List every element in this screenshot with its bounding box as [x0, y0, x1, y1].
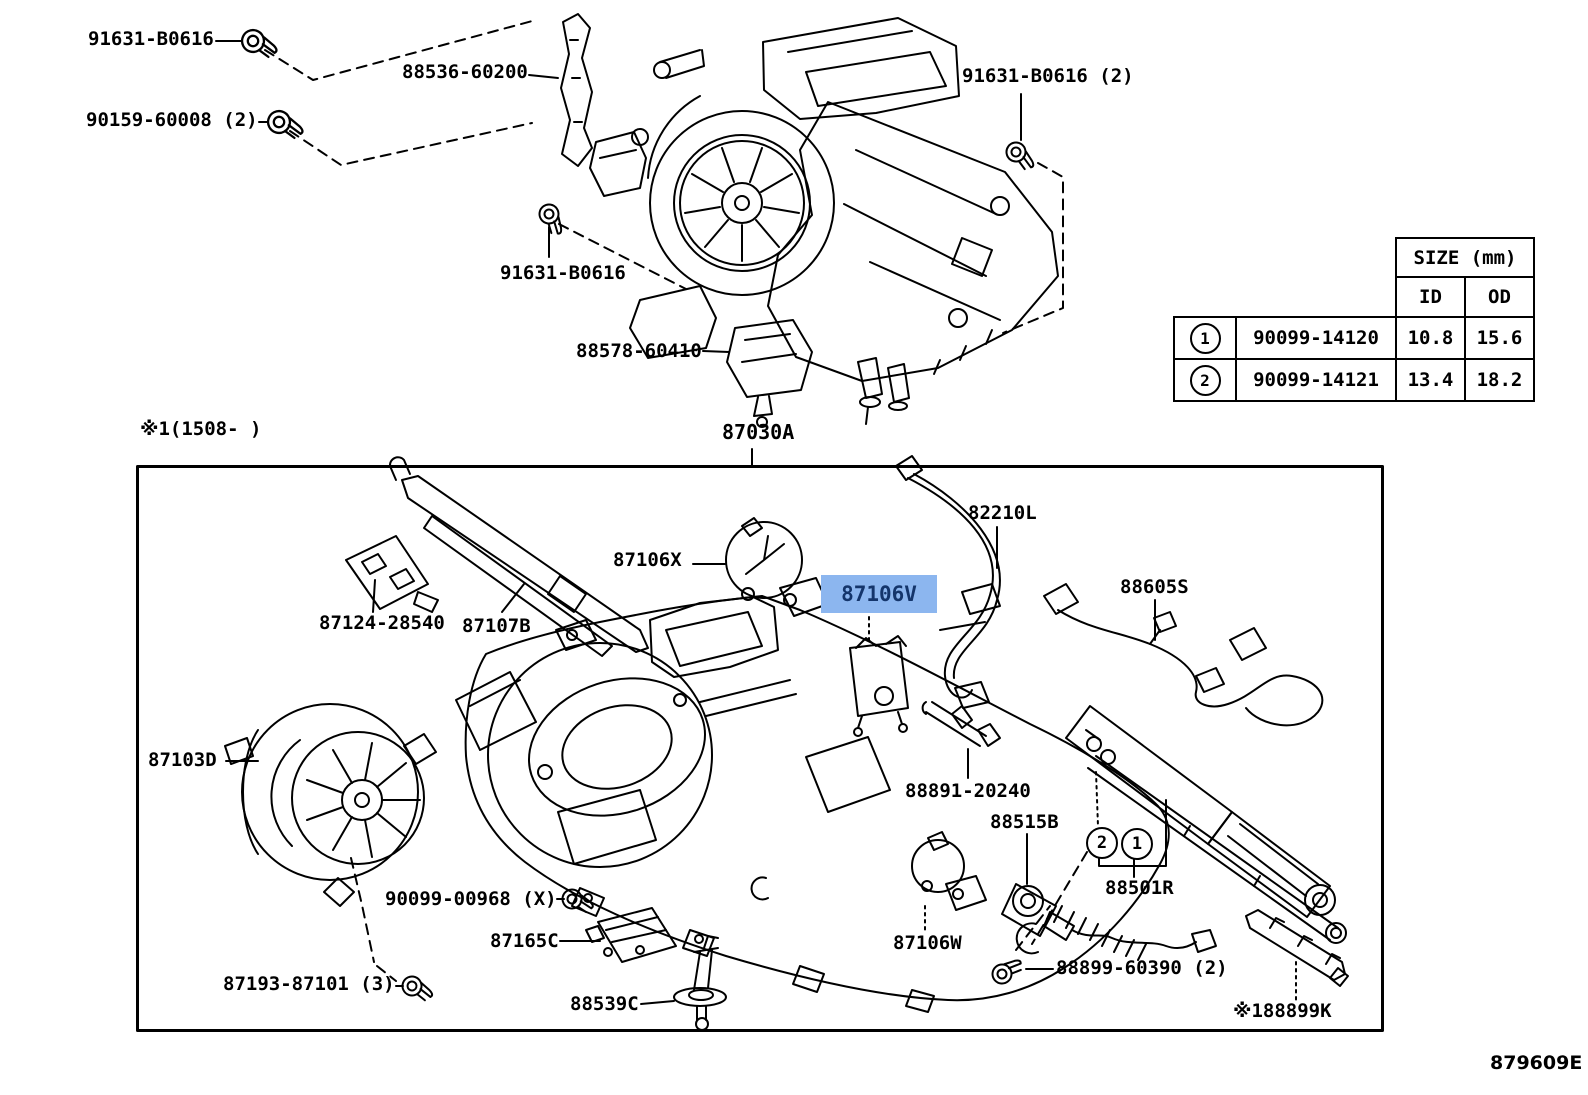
- part-label-87107B[interactable]: 87107B: [462, 615, 531, 637]
- callout-1: 1: [1121, 828, 1153, 860]
- ref-circle-2: 2: [1189, 364, 1221, 396]
- callout-2: 2: [1086, 827, 1118, 859]
- part-label-91631-B0616-b[interactable]: 91631-B0616: [500, 262, 626, 284]
- part-label-87106W[interactable]: 87106W: [893, 932, 962, 954]
- part-label-88539C[interactable]: 88539C: [570, 993, 639, 1015]
- part-label-87103D[interactable]: 87103D: [148, 749, 217, 771]
- screw-icon: [398, 972, 437, 1004]
- size-table-col-id: ID: [1395, 276, 1466, 318]
- part-label-91631-B0616-a[interactable]: 91631-B0616: [88, 28, 214, 50]
- part-label-87193-87101[interactable]: 87193-87101 (3): [223, 973, 395, 995]
- part-label-88515B[interactable]: 88515B: [990, 811, 1059, 833]
- part-label-91631-B0616-c[interactable]: 91631-B0616 (2): [962, 65, 1134, 87]
- screw-icon: [264, 107, 308, 142]
- screw-icon: [238, 26, 282, 61]
- part-label-87106X[interactable]: 87106X: [613, 549, 682, 571]
- part-label-88501R[interactable]: 88501R: [1105, 877, 1174, 899]
- size-table-row2-od: 18.2: [1464, 358, 1535, 402]
- part-label-88899K[interactable]: ※188899K: [1233, 1000, 1332, 1022]
- size-table-row2-ref: 2: [1173, 358, 1237, 402]
- part-label-90099-00968[interactable]: 90099-00968 (X): [385, 888, 557, 910]
- part-label-88578-60410[interactable]: 88578-60410: [576, 340, 702, 362]
- part-label-88891-20240[interactable]: 88891-20240: [905, 780, 1031, 802]
- lower-heater-assembly-art: [224, 455, 1349, 1031]
- dotted-leader-lines: [868, 616, 1297, 1001]
- part-label-87124-28540[interactable]: 87124-28540: [319, 612, 445, 634]
- size-table-row1-ref: 1: [1173, 316, 1237, 360]
- part-label-87165C[interactable]: 87165C: [490, 930, 559, 952]
- size-table-row2-part: 90099-14121: [1235, 358, 1397, 402]
- size-table-col-od: OD: [1464, 276, 1535, 318]
- screw-icon: [534, 199, 571, 239]
- ref-circle-1: 1: [1189, 322, 1221, 354]
- production-note: ※1(1508- ): [140, 418, 262, 440]
- part-label-88605S[interactable]: 88605S: [1120, 576, 1189, 598]
- size-table-row2-id: 13.4: [1395, 358, 1466, 402]
- screw-icon: [1001, 137, 1041, 174]
- size-table-row1-od: 15.6: [1464, 316, 1535, 360]
- part-label-87030A[interactable]: 87030A: [722, 420, 795, 444]
- upper-heater-assembly-art: [560, 13, 1059, 428]
- assembly-box-border: [136, 465, 1384, 1032]
- size-table-row1-id: 10.8: [1395, 316, 1466, 360]
- size-table-row1-part: 90099-14120: [1235, 316, 1397, 360]
- screw-icon: [987, 951, 1026, 989]
- part-label-88536-60200[interactable]: 88536-60200: [402, 61, 528, 83]
- drawing-code: 879609E: [1490, 1052, 1583, 1074]
- size-table-title: SIZE (mm): [1395, 237, 1535, 278]
- screw-icons: [238, 26, 1041, 1004]
- part-label-87106V-selected[interactable]: 87106V: [821, 575, 937, 613]
- dashed-assembly-lines: [264, 19, 1088, 982]
- part-label-82210L[interactable]: 82210L: [968, 502, 1037, 524]
- part-label-90159-60008[interactable]: 90159-60008 (2): [86, 109, 258, 131]
- part-label-88899-60390[interactable]: 88899-60390 (2): [1056, 957, 1228, 979]
- leader-lines: [215, 40, 1167, 1005]
